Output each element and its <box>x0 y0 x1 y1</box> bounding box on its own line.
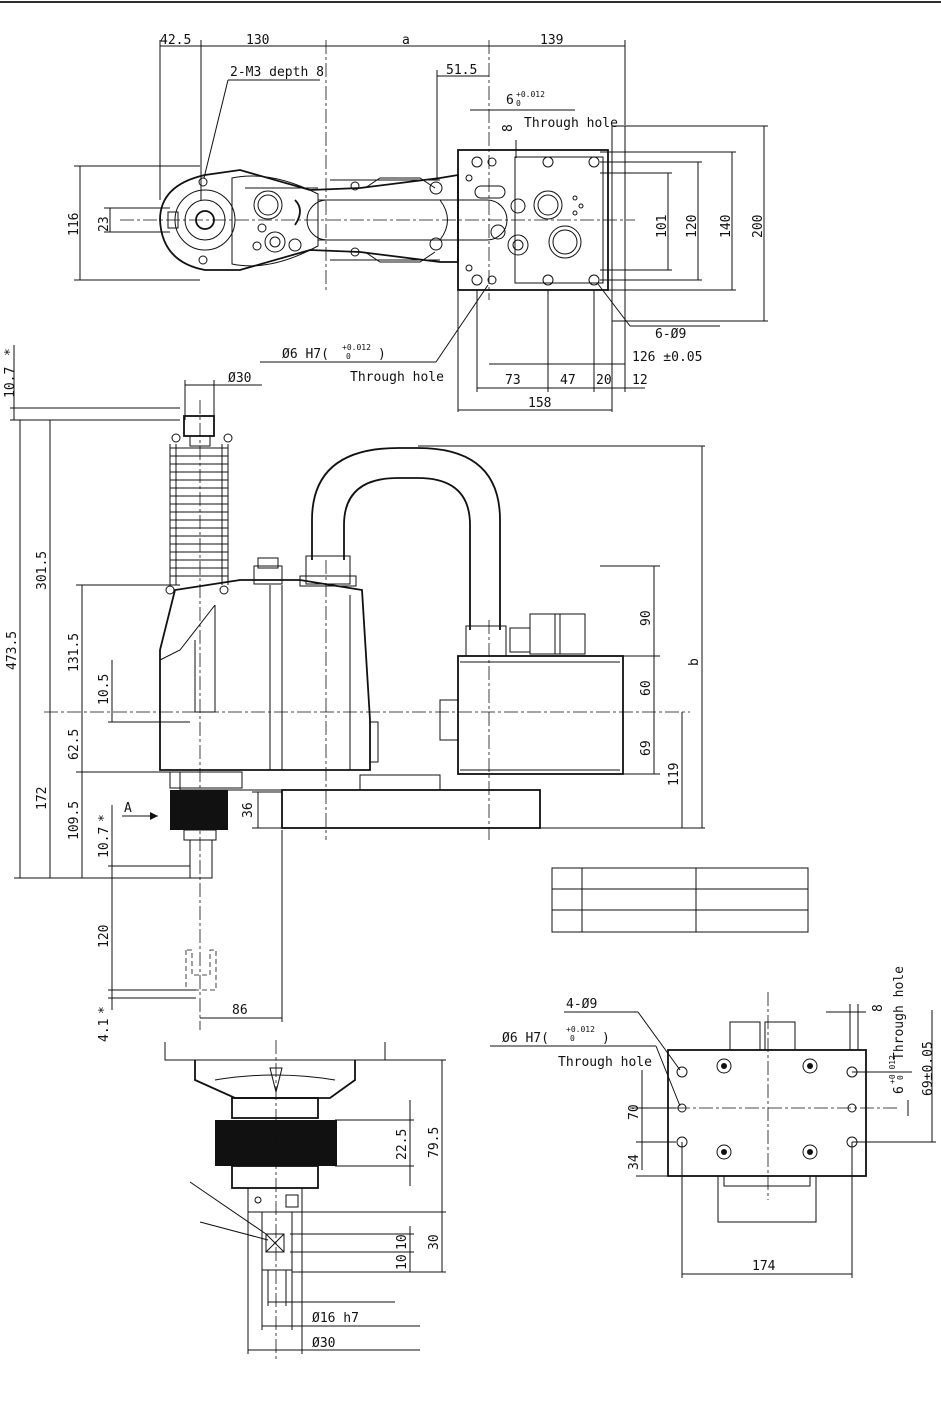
pin-hole-main-a: Ø6 H7( <box>502 1031 549 1046</box>
dim-10-5: 10.5 <box>97 674 112 705</box>
dim-30-detail: 30 <box>427 1234 442 1250</box>
dim-47: 47 <box>560 373 576 388</box>
dim-10a: 10 <box>395 1234 410 1250</box>
dim-8-a: 8 <box>871 1004 886 1012</box>
pin-hole-upper-a: +0.012 <box>566 1025 595 1034</box>
dim-130: 130 <box>246 33 269 48</box>
dim-6-main-a: 6 <box>892 1086 907 1094</box>
screw-note: 2-M3 depth 8 <box>230 65 324 80</box>
through-hole-1: Through hole <box>524 116 618 131</box>
dim-126: 126 ±0.05 <box>632 350 702 365</box>
holes-6-d9: 6-Ø9 <box>655 327 686 342</box>
through-hole-a: Through hole <box>558 1055 652 1070</box>
dim-34-a: 34 <box>627 1154 642 1170</box>
side-view: 10.7 * 473.5 301.5 131.5 10.5 62.5 172 1… <box>3 345 705 1042</box>
view-a-arrow-label: A <box>124 801 132 816</box>
dim-86: 86 <box>232 1003 248 1018</box>
dim-60: 60 <box>639 680 654 696</box>
pin-hole-lower: 0 <box>346 352 351 361</box>
pin-hole-close: ) <box>378 347 386 362</box>
top-view: 42.5 130 a 139 51.5 2-M3 depth 8 6 +0.01… <box>67 33 768 412</box>
dim-a: a <box>402 33 410 48</box>
pin-hole-close-a: ) <box>602 1031 610 1046</box>
dim-473-5: 473.5 <box>5 631 20 670</box>
dim-101: 101 <box>655 215 670 238</box>
dim-d30-detail: Ø30 <box>312 1336 335 1351</box>
dim-d16: Ø16 h7 <box>312 1311 359 1326</box>
pin-hole-main: Ø6 H7( <box>282 347 329 362</box>
holes-4-d9: 4-Ø9 <box>566 997 597 1012</box>
dim-109-5: 109.5 <box>67 801 82 840</box>
dim-131-5: 131.5 <box>67 633 82 672</box>
dim-10-7-bottom: 10.7 <box>97 827 112 858</box>
dim-10b: 10 <box>395 1254 410 1270</box>
bellows <box>169 444 229 585</box>
dim-23: 23 <box>97 216 112 232</box>
dim-140: 140 <box>719 215 734 238</box>
dim-42-5: 42.5 <box>160 33 191 48</box>
spec-table <box>551 867 809 933</box>
dim-119: 119 <box>667 763 682 786</box>
dim-6-main: 6 <box>506 93 514 108</box>
dim-b: b <box>687 658 702 666</box>
detail-view: 22.5 79.5 30 10 10 Ø16 h7 Ø30 <box>164 1040 446 1360</box>
dim-4-1: 4.1 <box>97 1019 112 1042</box>
dim-36: 36 <box>241 802 256 818</box>
through-hole-right: Through hole <box>892 966 907 1060</box>
dim-90: 90 <box>639 610 654 626</box>
dim-172: 172 <box>35 787 50 810</box>
dim-6-tol-lower: 0 <box>516 99 521 108</box>
dim-62-5: 62.5 <box>67 729 82 760</box>
dim-6-tol-upper: +0.012 <box>516 90 545 99</box>
view-a: 4-Ø9 Ø6 H7( +0.012 0 ) Through hole 70 3… <box>490 966 936 1278</box>
dim-51-5: 51.5 <box>446 63 477 78</box>
dim-6-lower-a: 0 <box>896 1075 905 1080</box>
dim-6-upper-a: +0.012 <box>888 1055 897 1084</box>
star-bottom: * <box>97 1006 112 1014</box>
dim-70-a: 70 <box>627 1104 642 1120</box>
dim-120-side: 120 <box>97 925 112 948</box>
dim-8: 8 <box>501 124 516 132</box>
pin-hole-upper: +0.012 <box>342 343 371 352</box>
dim-22-5: 22.5 <box>395 1129 410 1160</box>
dim-200: 200 <box>751 215 766 238</box>
dim-139: 139 <box>540 33 563 48</box>
pin-hole-lower-a: 0 <box>570 1034 575 1043</box>
dim-116: 116 <box>67 213 82 236</box>
dim-73: 73 <box>505 373 521 388</box>
dim-79-5: 79.5 <box>427 1127 442 1158</box>
dim-69: 69 <box>639 740 654 756</box>
star-top: * <box>3 348 18 356</box>
through-hole-2: Through hole <box>350 370 444 385</box>
dim-10-7-top: 10.7 <box>3 367 18 398</box>
dim-120: 120 <box>685 215 700 238</box>
star-mid: * <box>97 814 112 822</box>
dim-158: 158 <box>528 396 551 411</box>
dim-301-5: 301.5 <box>35 551 50 590</box>
dim-d30-side: Ø30 <box>228 371 251 386</box>
dim-12: 12 <box>632 373 648 388</box>
dim-69-a: 69±0.05 <box>921 1041 936 1096</box>
dim-20: 20 <box>596 373 612 388</box>
dim-174: 174 <box>752 1259 776 1274</box>
